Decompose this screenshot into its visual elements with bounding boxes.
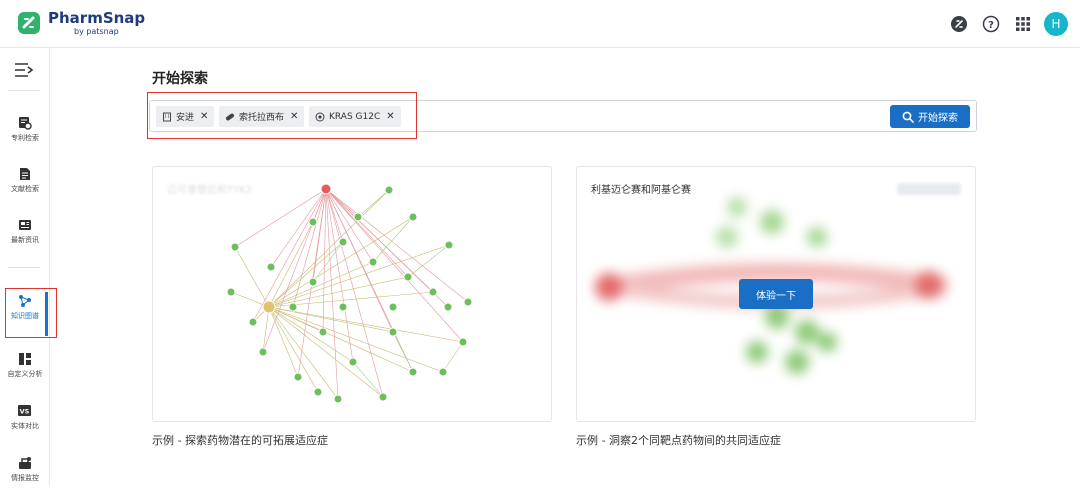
search-button-label: 开始探索 [918,113,958,124]
highlight-box-chips [147,92,417,139]
svg-text:?: ? [988,20,994,31]
blurred-tag [897,183,961,195]
sidebar-item-label: 情报监控 [11,474,39,482]
svg-text:VS: VS [20,408,30,416]
search-chip-company[interactable]: 安进 ✕ [156,106,215,127]
card-title: 迈可普替尼和TYK2 [167,185,253,196]
app-sub: by patsnap [74,26,119,36]
example-card-1[interactable]: 迈可普替尼和TYK2 [152,166,552,422]
drug-icon [225,113,235,120]
chip-close-icon[interactable]: ✕ [290,111,299,122]
patent-search-icon [19,117,32,130]
sidebar-item-custom-analysis[interactable]: 自定义分析 [0,348,50,392]
help-icon[interactable]: ? [980,13,1002,35]
card-caption-1: 示例 - 探索药物潜在的可拓展适应症 [152,434,328,447]
literature-search-icon [20,168,30,180]
sidebar-item-label: 实体对比 [11,422,39,430]
sidebar-item-news[interactable]: 最新资讯 [0,214,50,258]
monitoring-icon [19,457,31,469]
news-icon [19,220,31,230]
search-button[interactable]: 开始探索 [890,105,970,128]
company-icon [163,112,171,121]
entity-compare-icon: VS [18,405,31,416]
sidebar-item-knowledge-graph[interactable]: 知识图谱 [0,290,50,336]
search-bar[interactable]: 安进 ✕ 索托拉西布 ✕ KRAS G12C ✕ 开始探索 [149,100,977,132]
page-title: 开始探索 [152,71,208,87]
chip-label: KRAS G12C [329,111,381,122]
chip-label: 索托拉西布 [239,113,285,123]
sidebar-divider [8,90,40,91]
app-name: PharmSnap [48,8,146,27]
network-graph [226,183,473,404]
top-icons: ? H [948,12,1068,36]
chip-close-icon[interactable]: ✕ [200,111,209,122]
top-bar: PharmSnap by patsnap ? H [0,0,1080,48]
app-logo[interactable]: PharmSnap by patsnap [16,10,145,36]
menu-expand-icon[interactable] [14,62,34,78]
active-indicator [45,292,48,336]
blurred-graph [595,197,949,374]
chip-label: 安进 [176,113,195,123]
pharmsnap-logo-icon [18,12,40,34]
apps-grid-icon[interactable] [1012,13,1034,35]
search-chip-drug[interactable]: 索托拉西布 ✕ [219,106,305,127]
sidebar-item-literature-search[interactable]: 文献检索 [0,163,50,207]
knowledge-graph-icon [19,295,31,307]
sidebar-item-entity-compare[interactable]: VS 实体对比 [0,400,50,444]
patsnap-icon[interactable] [948,13,970,35]
sidebar-item-label: 自定义分析 [7,370,43,378]
sidebar-item-label: 专利检索 [11,134,39,142]
card-title: 利基迈仑赛和阿基仑赛 [591,185,691,196]
sidebar-item-label: 文献检索 [11,185,39,193]
example-card-2[interactable]: 利基迈仑赛和阿基仑赛 体验一下 [576,166,976,422]
sidebar-item-label: 最新资讯 [11,236,39,244]
sidebar-item-patent-search[interactable]: 专利检索 [0,112,50,156]
search-icon [902,111,914,123]
target-icon [315,112,325,121]
sidebar: 专利检索 文献检索 最新资讯 知识图谱 自定义分析 VS 实体对比 情报监控 [0,48,50,486]
try-button[interactable]: 体验一下 [739,279,813,309]
highlight-box-sidebar [5,288,57,338]
custom-analysis-icon [19,353,31,365]
card-caption-2: 示例 - 洞察2个同靶点药物间的共同适应症 [576,434,781,447]
sidebar-item-monitoring[interactable]: 情报监控 [0,452,50,496]
user-avatar[interactable]: H [1044,12,1068,36]
search-chip-target[interactable]: KRAS G12C ✕ [309,106,401,127]
sidebar-item-label: 知识图谱 [11,312,39,320]
sidebar-divider [8,267,40,268]
chip-close-icon[interactable]: ✕ [386,111,395,122]
